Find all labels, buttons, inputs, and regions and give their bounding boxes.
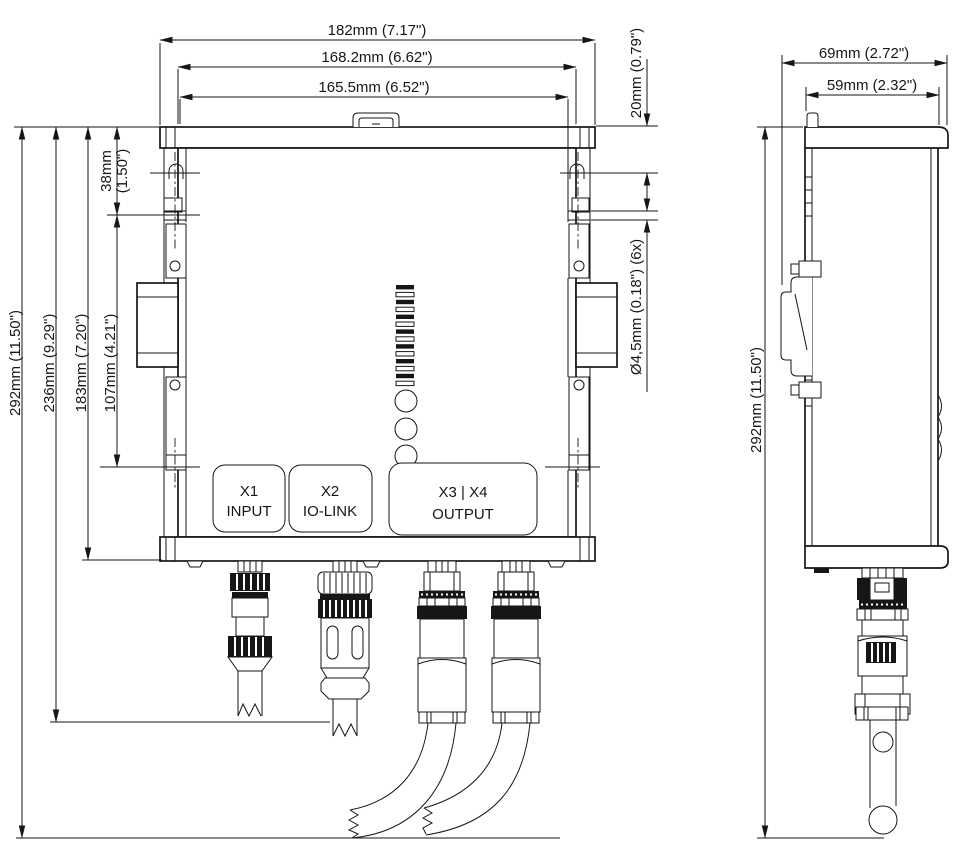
din-rail-clip bbox=[780, 260, 822, 399]
front-tab-left bbox=[163, 197, 183, 213]
dim-depth-outer: 69mm (2.72") bbox=[819, 45, 909, 62]
front-bottom-plate bbox=[159, 536, 596, 562]
side-bottom-plate bbox=[804, 545, 949, 569]
front-view: X1 INPUT X2 IO-LINK X3 | X4 OUTPUT bbox=[7, 22, 658, 839]
connector-x3 bbox=[347, 560, 467, 839]
front-top-plate bbox=[159, 126, 596, 149]
dim-hole-offset-mm: 38mm bbox=[98, 150, 115, 192]
side-cable bbox=[869, 720, 897, 808]
dim-hole-offset-in: (1.50") bbox=[114, 149, 131, 194]
front-top-tab bbox=[352, 112, 400, 127]
connector-x1 bbox=[227, 560, 273, 718]
connector-x4 bbox=[421, 560, 541, 836]
side-dimensions: 69mm (2.72") 59mm (2.32") 292mm (11.50") bbox=[748, 45, 948, 839]
x2-port-label: X2 bbox=[321, 483, 339, 500]
front-keyhole-left bbox=[168, 163, 184, 179]
x1-cable-break bbox=[237, 671, 263, 718]
dim-side-height-overall: 292mm (11.50") bbox=[748, 347, 765, 453]
side-enclosure bbox=[804, 112, 949, 573]
side-foot bbox=[814, 568, 829, 573]
dim-height-overall: 292mm (11.50") bbox=[7, 310, 24, 416]
dim-depth-body: 59mm (2.32") bbox=[827, 77, 917, 94]
x1-function-label: INPUT bbox=[227, 503, 272, 520]
front-dimensions: 182mm (7.17") 168.2mm (6.62") 165.5mm (6… bbox=[7, 22, 658, 839]
front-hole-upper-right bbox=[573, 260, 585, 272]
x1-port-label: X1 bbox=[240, 483, 258, 500]
x4-cable-break bbox=[421, 807, 434, 835]
label-plate-x3-x4 bbox=[388, 462, 538, 536]
label-plate-x1 bbox=[212, 464, 286, 533]
dim-height-with-connectors: 236mm (9.29") bbox=[41, 314, 58, 413]
front-connector-labels: X1 INPUT X2 IO-LINK X3 | X4 OUTPUT bbox=[212, 462, 538, 536]
front-bottom-feet bbox=[186, 560, 566, 568]
x3x4-port-label: X3 | X4 bbox=[439, 484, 488, 501]
side-view: 69mm (2.72") 59mm (2.32") 292mm (11.50") bbox=[748, 45, 949, 839]
label-plate-x2 bbox=[288, 464, 373, 533]
x3-cable bbox=[349, 722, 429, 811]
front-hole-lower-left bbox=[169, 379, 181, 391]
led-1 bbox=[394, 389, 418, 413]
dim-width-mount-holes: 165.5mm (6.52") bbox=[318, 79, 429, 96]
front-mounting-flanges bbox=[100, 148, 618, 537]
dim-width-outer: 182mm (7.17") bbox=[328, 22, 427, 39]
front-hole-lower-right bbox=[573, 379, 585, 391]
front-vent-slots bbox=[395, 285, 415, 387]
led-2 bbox=[394, 417, 418, 441]
x2-cable-break bbox=[332, 699, 358, 738]
front-block-right bbox=[575, 282, 618, 368]
side-cable-end bbox=[868, 805, 898, 835]
front-slot-lower-left bbox=[165, 376, 187, 471]
x2-function-label: IO-LINK bbox=[303, 503, 357, 520]
dim-hole-diameter: Ø4,5mm (0.18") (6x) bbox=[628, 239, 645, 375]
x4-cable bbox=[423, 722, 503, 809]
dim-height-enclosure: 183mm (7.20") bbox=[73, 314, 90, 413]
x3-cable-break bbox=[347, 809, 360, 839]
side-top-plate bbox=[804, 126, 949, 149]
front-tab-right bbox=[571, 197, 590, 213]
connector-x2 bbox=[317, 560, 373, 738]
front-keyhole-right bbox=[569, 163, 585, 179]
front-slot-lower-right bbox=[568, 376, 590, 471]
side-wall-bumps bbox=[937, 394, 942, 462]
x3x4-function-label: OUTPUT bbox=[432, 506, 494, 523]
side-cable-bend bbox=[872, 731, 894, 753]
dim-hole-spacing: 107mm (4.21") bbox=[102, 314, 119, 413]
dim-top-to-keyhole: 20mm (0.79") bbox=[628, 28, 645, 118]
front-status-leds bbox=[394, 389, 418, 468]
front-block-left bbox=[136, 282, 179, 368]
dim-width-body: 168.2mm (6.62") bbox=[321, 49, 432, 66]
front-hole-upper-left bbox=[169, 260, 181, 272]
side-connector bbox=[854, 567, 911, 835]
side-top-tab bbox=[806, 112, 819, 127]
